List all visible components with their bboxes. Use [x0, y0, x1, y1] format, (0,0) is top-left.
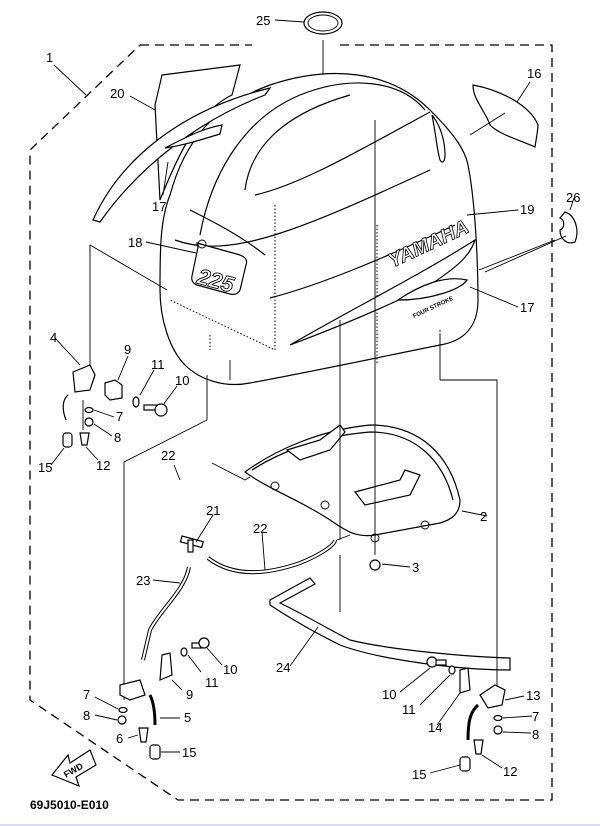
callout-7c: 7: [532, 709, 539, 724]
callout-8b: 8: [83, 708, 90, 723]
callout-9a: 9: [124, 342, 131, 357]
forward-arrow-icon: FWD: [51, 749, 97, 788]
washer-11b: [180, 647, 202, 673]
callout-17a: 17: [152, 199, 166, 214]
callout-20: 20: [110, 86, 124, 101]
callout-18: 18: [128, 235, 142, 250]
callout-13: 13: [526, 688, 540, 703]
washer-7a: [84, 406, 115, 418]
bolt-10c: [399, 656, 447, 693]
grommet-12a: [79, 432, 99, 461]
callout-10b: 10: [223, 662, 237, 677]
nut-3: [369, 120, 411, 571]
callout-labels: 1 2 3 4 5 6 7 7 7 8 8 8 9 9 10 10 10 11 …: [38, 13, 580, 782]
callout-21: 21: [206, 503, 220, 518]
hose-22-lower: [206, 531, 351, 575]
callout-11b: 11: [205, 675, 219, 690]
emblem-26: [484, 197, 578, 273]
top-cowling: [159, 72, 479, 386]
seal-24: [269, 577, 511, 671]
callout-7b: 7: [83, 687, 90, 702]
grommet-12b: [473, 739, 503, 769]
cowling-pan-2: [243, 424, 488, 543]
callout-3: 3: [412, 560, 419, 575]
callout-15b: 15: [182, 745, 196, 760]
leader-1: [53, 64, 87, 96]
callout-1: 1: [46, 50, 53, 65]
cap-15a: [50, 432, 73, 466]
bolt-10a: [143, 385, 178, 417]
washer-11c: [419, 665, 456, 706]
callout-5: 5: [184, 710, 191, 725]
callout-24: 24: [276, 660, 290, 675]
grommet-6: [127, 727, 149, 743]
nut-8a: [84, 417, 113, 437]
callout-22a: 22: [161, 448, 175, 463]
callout-25: 25: [256, 13, 270, 28]
callout-14: 14: [428, 720, 442, 735]
washer-7b: [94, 696, 128, 714]
clamp-lever-13: [466, 684, 525, 741]
graphic-stripe-17: FOUR STROKE: [289, 238, 519, 346]
bottom-rule: [0, 824, 600, 826]
callout-7a: 7: [116, 409, 123, 424]
grommet-25: [274, 11, 343, 120]
hook-9a: [104, 355, 129, 401]
clamp-lever-5: [119, 679, 180, 726]
hook-14: [436, 667, 471, 726]
callout-15c: 15: [412, 767, 426, 782]
cap-15c: [429, 756, 471, 774]
leader-lines: [89, 239, 556, 700]
callout-11a: 11: [151, 357, 165, 372]
nut-8b: [94, 714, 127, 725]
callout-4: 4: [50, 330, 57, 345]
clamp-lever-4: [54, 337, 96, 430]
assembly-boundary: [29, 44, 553, 801]
callout-16: 16: [527, 66, 541, 81]
hook-9b: [159, 652, 183, 691]
callout-10a: 10: [175, 373, 189, 388]
drawing-code: 69J5010-E010: [30, 798, 109, 812]
cap-15b: [149, 744, 180, 760]
hose-23: [141, 566, 191, 661]
callout-10c: 10: [382, 687, 396, 702]
emblem-225-18: 225: [145, 239, 248, 298]
callout-15a: 15: [38, 460, 52, 475]
washer-11a: [132, 369, 155, 408]
callout-19: 19: [520, 202, 534, 217]
bolt-10b: [191, 637, 223, 666]
joint-21: [179, 514, 214, 553]
callout-6: 6: [116, 731, 123, 746]
callout-8a: 8: [114, 430, 121, 445]
callout-23: 23: [136, 573, 150, 588]
emblem-16: [469, 81, 539, 148]
washer-7c: [493, 714, 533, 722]
callout-2: 2: [480, 509, 487, 524]
callout-17b: 17: [520, 300, 534, 315]
callout-26: 26: [566, 190, 580, 205]
callout-9b: 9: [186, 687, 193, 702]
callout-22b: 22: [253, 521, 267, 536]
graphic-20: [92, 64, 272, 223]
callout-8c: 8: [532, 727, 539, 742]
callout-12a: 12: [96, 458, 110, 473]
hose-22-upper: [143, 462, 251, 539]
callout-12b: 12: [503, 764, 517, 779]
nut-8c: [493, 725, 532, 735]
callout-11c: 11: [402, 702, 416, 717]
